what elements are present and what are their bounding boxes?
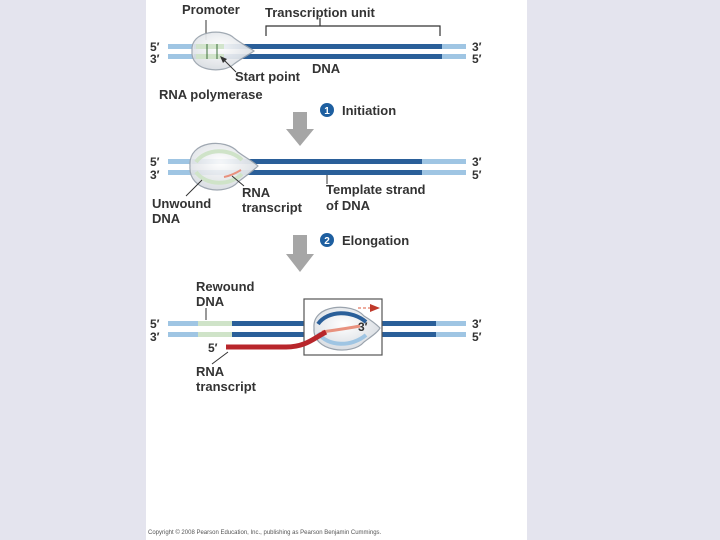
transcription-unit-bracket xyxy=(265,25,441,36)
unwound-dna-label: Unwound xyxy=(152,196,211,211)
dna-end-left xyxy=(168,170,192,175)
unwound-strand-bottom xyxy=(194,170,244,185)
rna-polymerase-label: RNA polymerase xyxy=(159,87,263,102)
rna-transcript-pointer xyxy=(211,351,229,365)
dna-end-left xyxy=(168,44,194,49)
step-2-number: 2 xyxy=(324,236,330,247)
start-point-pointer xyxy=(223,59,237,73)
rna-transcript-label: RNA xyxy=(196,364,225,379)
dna-label: DNA xyxy=(312,61,341,76)
transcription-diagram: Promoter Transcription unit DNA Start po… xyxy=(148,2,482,536)
template-strand-label: Template strand xyxy=(326,182,426,197)
end-3prime: 3′ xyxy=(150,52,160,66)
end-5prime: 5′ xyxy=(150,40,160,54)
dna-strand-top xyxy=(168,44,466,49)
dna-end-right xyxy=(436,332,466,337)
end-3prime: 3′ xyxy=(150,330,160,344)
end-5prime: 5′ xyxy=(150,155,160,169)
copyright-notice: Copyright © 2008 Pearson Education, Inc.… xyxy=(148,529,382,536)
template-strand-label: of DNA xyxy=(326,198,371,213)
step-1-number: 1 xyxy=(324,106,330,117)
end-3prime: 3′ xyxy=(150,168,160,182)
end-5prime: 5′ xyxy=(472,52,482,66)
step-2-badge xyxy=(320,233,334,247)
rna-transcript-label: RNA xyxy=(242,185,271,200)
step-2-label: Elongation xyxy=(342,233,409,248)
stage-initiation: 5′ 3′ 3′ 5′ Unwound DNA RNA transcript T… xyxy=(150,142,482,226)
dna-strand-bottom xyxy=(168,170,466,175)
rna-polymerase xyxy=(191,31,256,71)
promoter-region xyxy=(196,54,224,59)
dna-end-right xyxy=(442,54,466,59)
rna-pointer xyxy=(231,175,245,187)
direction-arrow-icon xyxy=(370,304,380,312)
rna-3prime-end: 3′ xyxy=(358,320,368,334)
rewound-dna-label: DNA xyxy=(196,294,225,309)
rewound-dna-label: Rewound xyxy=(196,279,255,294)
start-point-label: Start point xyxy=(235,69,301,84)
promoter-label: Promoter xyxy=(182,2,240,17)
start-point-arrowhead xyxy=(220,56,227,63)
end-3prime: 3′ xyxy=(472,40,482,54)
dna-end-right xyxy=(422,159,466,164)
dna-strand-bottom xyxy=(168,54,466,59)
end-5prime: 5′ xyxy=(472,168,482,182)
rewound-promoter xyxy=(198,332,232,337)
dna-end-left xyxy=(168,54,194,59)
unwound-strand-top xyxy=(194,149,244,164)
down-arrow-icon xyxy=(286,112,314,146)
end-5prime: 5′ xyxy=(150,317,160,331)
down-arrow-icon xyxy=(286,235,314,272)
rna-transcript-label: transcript xyxy=(196,379,257,394)
rna-transcript-label: transcript xyxy=(242,200,303,215)
step-elongation: 2 Elongation xyxy=(286,233,409,272)
step-1-label: Initiation xyxy=(342,103,396,118)
nascent-rna xyxy=(223,169,242,178)
unwound-pointer xyxy=(185,179,203,197)
transcription-unit-label: Transcription unit xyxy=(265,5,375,20)
dna-strand-top xyxy=(168,159,466,164)
dna-end-left xyxy=(168,332,198,337)
end-3prime: 3′ xyxy=(472,317,482,331)
rna-transcript-strand xyxy=(226,329,328,350)
dna-end-right xyxy=(436,321,466,326)
end-3prime: 3′ xyxy=(472,155,482,169)
step-initiation: 1 Initiation xyxy=(286,103,396,146)
dna-end-right xyxy=(442,44,466,49)
unwound-strand-top xyxy=(316,311,368,326)
unwound-dna-label: DNA xyxy=(152,211,181,226)
promoter-region xyxy=(196,44,224,49)
figure-panel: Promoter Transcription unit DNA Start po… xyxy=(146,0,527,540)
rewound-promoter xyxy=(198,321,232,326)
stage-promoter: Promoter Transcription unit DNA Start po… xyxy=(150,2,482,102)
end-5prime: 5′ xyxy=(472,330,482,344)
rna-5prime-end: 5′ xyxy=(208,341,218,355)
stage-elongation: 5′ 3′ 3′ 5′ 5′ 3′ Rewound DNA RNA transc… xyxy=(150,279,482,394)
dna-end-left xyxy=(168,159,192,164)
dna-end-left xyxy=(168,321,198,326)
step-1-badge xyxy=(320,103,334,117)
dna-end-right xyxy=(422,170,466,175)
